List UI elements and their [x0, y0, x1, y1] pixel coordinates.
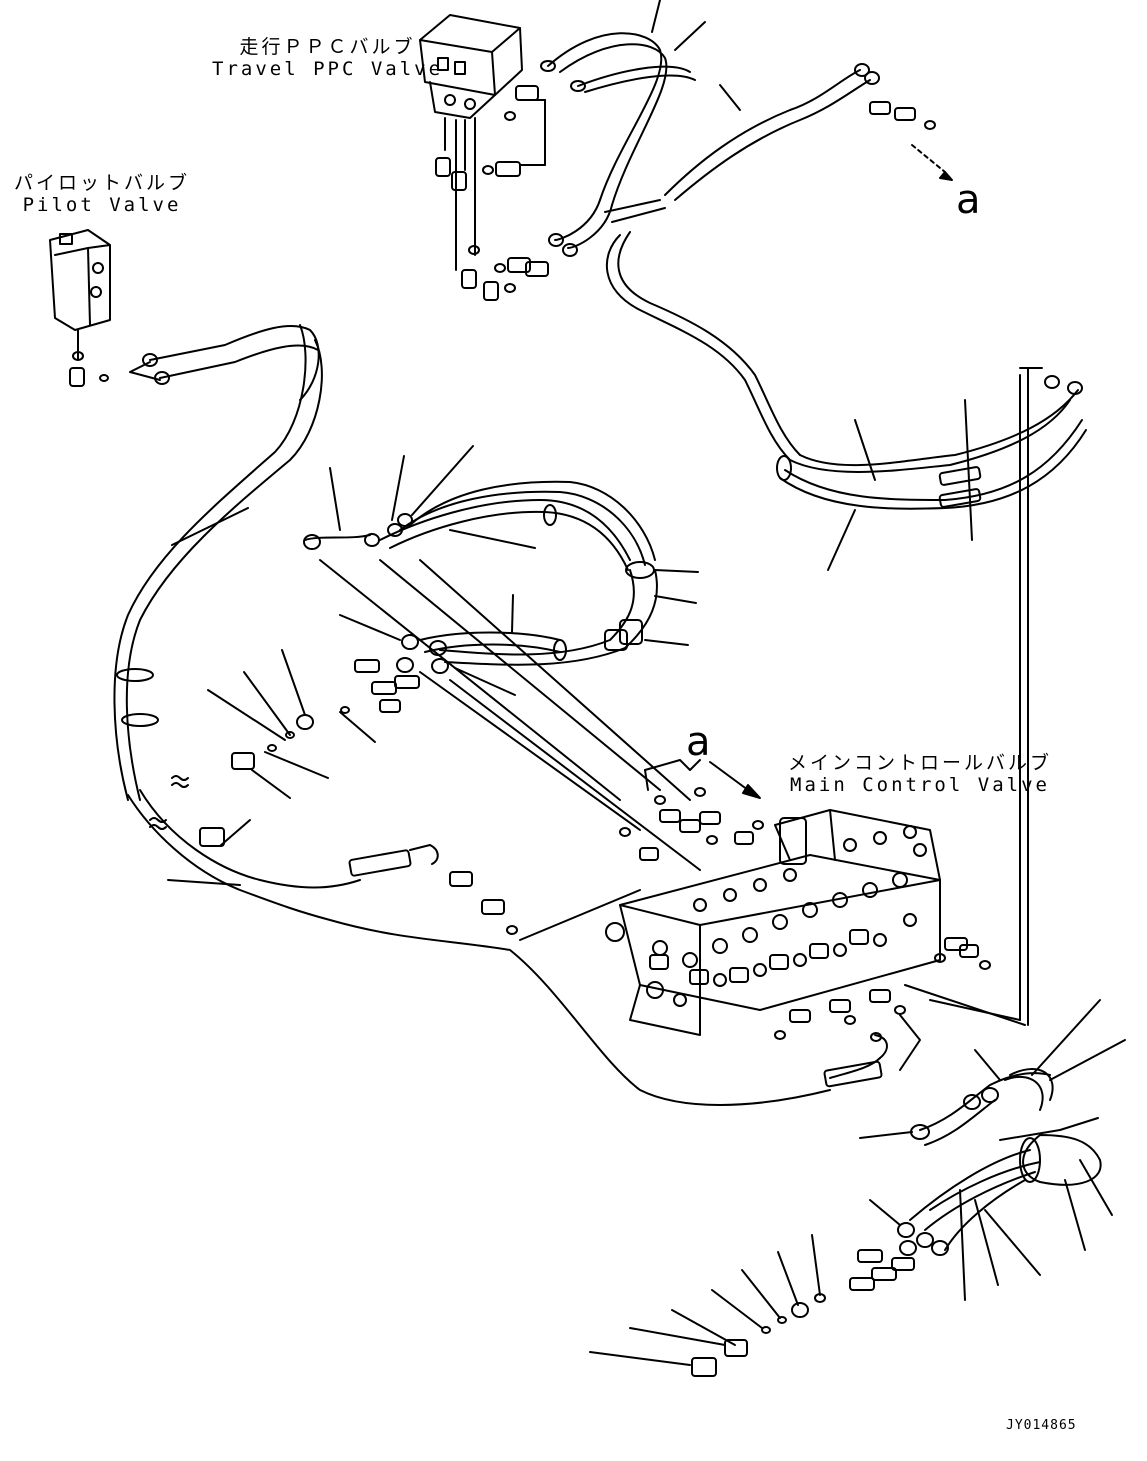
- right-frame-lines: [904, 367, 1043, 1026]
- main-control-valve-fittings: [619, 759, 991, 1040]
- travel-ppc-valve-label-en: Travel PPC Valve: [212, 58, 444, 80]
- center-hose-bundle: [199, 445, 701, 871]
- reference-mark-a-center: a: [686, 719, 711, 765]
- travel-ppc-valve-label-ja: 走行ＰＰＣバルブ: [239, 36, 416, 58]
- ref-arrow-a-center: [709, 761, 761, 799]
- travel-ppc-valve-body: [419, 14, 523, 271]
- main-control-valve-body: [605, 809, 941, 1036]
- lower-right-hose-assembly: [590, 1000, 1126, 1377]
- pipe-break-symbols: [149, 775, 189, 830]
- main-control-valve-label-en: Main Control Valve: [790, 774, 1050, 796]
- pilot-valve-label-ja: パイロットバルブ: [14, 172, 191, 194]
- travel-ppc-valve-label: 走行ＰＰＣバルブ Travel PPC Valve: [212, 36, 443, 80]
- pilot-valve-body: [49, 229, 111, 387]
- pilot-valve-hoses: [113, 324, 323, 801]
- pilot-valve-label-en: Pilot Valve: [22, 194, 182, 216]
- travel-to-a-hoses: [664, 63, 953, 201]
- reference-mark-a-top: a: [956, 177, 981, 223]
- travel-ppc-hoses: [540, 0, 1087, 571]
- main-control-valve-label: メインコントロールバルブ Main Control Valve: [788, 752, 1052, 796]
- document-id: JY014865: [1006, 1418, 1077, 1433]
- pilot-valve-label: パイロットバルブ Pilot Valve: [14, 172, 190, 216]
- main-return-hose: [127, 789, 831, 1106]
- main-control-valve-label-ja: メインコントロールバルブ: [788, 752, 1053, 774]
- travel-ppc-fittings: [435, 85, 549, 301]
